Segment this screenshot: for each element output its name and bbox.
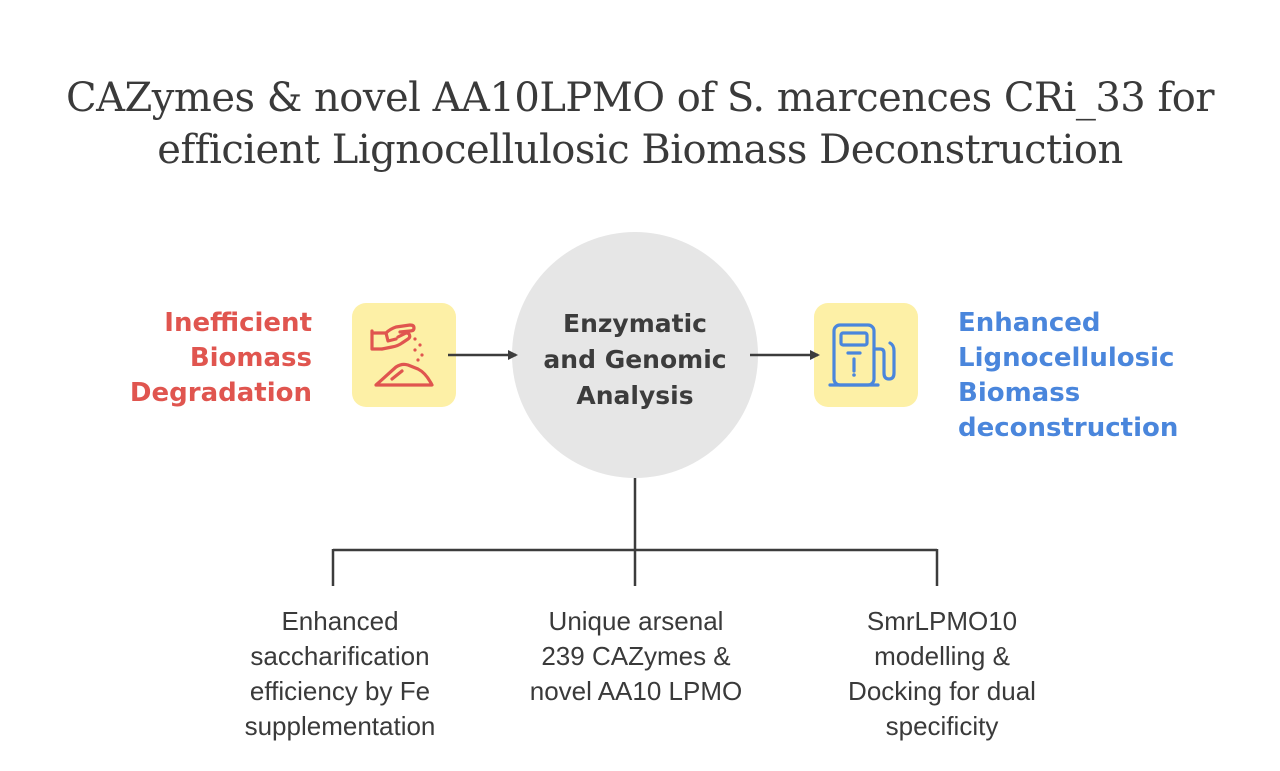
branch-line: supplementation <box>244 711 436 741</box>
problem-label: Inefficient Biomass Degradation <box>60 306 312 411</box>
center-label-line: and Genomic <box>543 345 727 374</box>
problem-icon-box <box>352 303 456 407</box>
problem-label-line: Degradation <box>129 378 312 408</box>
branch-line: Docking for dual <box>848 676 1036 706</box>
branch-item-fe-supplementation: Enhanced saccharification efficiency by … <box>200 604 480 744</box>
branch-item-lpmo-modelling: SmrLPMO10 modelling & Docking for dual s… <box>802 604 1082 744</box>
branch-line: Unique arsenal <box>548 606 724 636</box>
branch-line: specificity <box>885 711 999 741</box>
center-label-line: Enzymatic <box>563 309 707 338</box>
branch-line: 239 CAZymes & <box>541 641 731 671</box>
diagram-title: CAZymes & novel AA10LPMO of S. marcences… <box>0 72 1280 176</box>
branch-line: Enhanced <box>281 606 399 636</box>
fuel-pump-icon <box>828 323 896 387</box>
outcome-label: Enhanced Lignocellulosic Biomass deconst… <box>958 306 1258 446</box>
center-label: Enzymatic and Genomic Analysis <box>512 306 758 414</box>
branch-line: SmrLPMO10 <box>866 606 1018 636</box>
branch-line: saccharification <box>250 641 430 671</box>
hand-sprinkling-icon <box>370 323 434 387</box>
problem-label-line: Inefficient <box>164 308 312 338</box>
problem-label-line: Biomass <box>189 343 312 373</box>
center-circle <box>512 232 758 478</box>
outcome-label-line: Biomass <box>958 378 1081 408</box>
branch-item-cazymes-arsenal: Unique arsenal 239 CAZymes & novel AA10 … <box>496 604 776 709</box>
title-line-2: efficient Lignocellulosic Biomass Decons… <box>157 127 1123 173</box>
outcome-icon-box <box>814 303 918 407</box>
branch-line: novel AA10 LPMO <box>529 676 743 706</box>
branch-line: efficiency by Fe <box>249 676 431 706</box>
title-line-1: CAZymes & novel AA10LPMO of S. marcences… <box>66 75 1214 121</box>
outcome-label-line: Enhanced <box>958 308 1101 338</box>
branch-line: modelling & <box>874 641 1010 671</box>
outcome-label-line: deconstruction <box>958 413 1179 443</box>
outcome-label-line: Lignocellulosic <box>958 343 1175 373</box>
center-label-line: Analysis <box>576 381 694 410</box>
